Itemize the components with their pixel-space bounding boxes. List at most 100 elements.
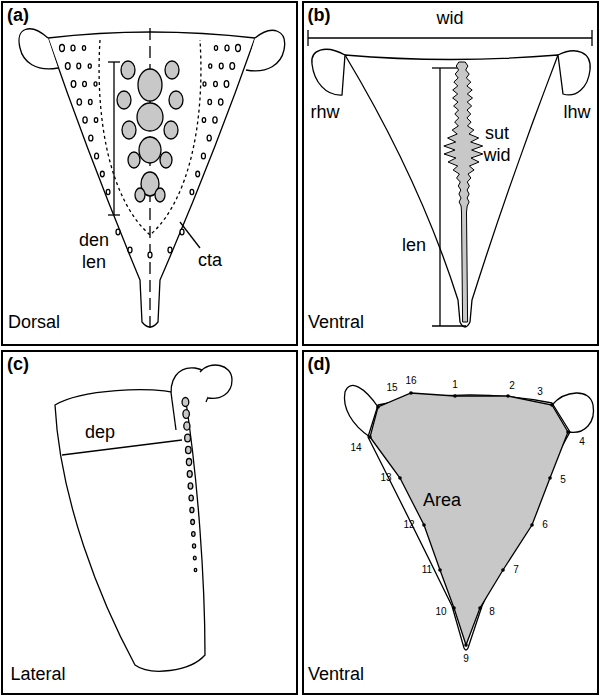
lateral-foramen [182,398,189,407]
small-foramen [148,252,152,258]
small-foramen [88,64,91,68]
landmark-point [376,405,380,409]
leader-line [180,222,200,248]
bone-outline [345,55,558,327]
measure-label: dep [85,423,115,441]
landmark-point [548,476,552,480]
figure-panel: (b)widrhwsutwidlhwlenVentral [302,1,599,346]
small-foramen [82,46,85,51]
small-foramen [213,117,217,123]
callout-number: 14 [350,443,361,453]
landmark-point [452,606,456,610]
measure-label: Lateral [10,665,65,683]
landmark-point [438,568,442,572]
small-foramen [128,247,132,253]
landmark-point [453,394,457,398]
measure-label: sut [485,124,509,142]
measure-label: den [79,231,109,249]
lateral-foramen [187,471,192,478]
small-foramen [196,171,200,176]
small-foramen [94,82,97,86]
panel-letter: (a) [7,6,29,24]
landmark-point [464,643,468,647]
landmark-point [422,523,426,527]
small-foramen [208,99,212,104]
small-foramen [71,81,76,88]
small-foramen [83,117,87,123]
landmark-point [506,394,510,398]
small-foramen [94,118,97,123]
small-foramen [71,45,75,51]
small-foramen [83,81,87,86]
ear-line [172,400,176,430]
ear [246,30,285,71]
small-foramen [203,82,206,86]
small-foramen [219,63,223,69]
callout-number: 13 [380,473,391,483]
measure-label: Area [423,491,461,509]
panel-letter: (d) [308,355,331,373]
small-foramen [225,45,229,51]
callout-number: 5 [560,475,566,485]
dep-measure [62,440,182,455]
bone-outline [48,32,255,327]
lateral-foramen [189,495,193,501]
landmark-point [398,476,402,480]
lateral-foramen [193,556,196,560]
lateral-foramen [183,410,189,419]
measure-label: len [402,236,426,254]
measure-label: Dorsal [8,313,60,331]
ear [558,51,590,95]
lateral-foramen [186,459,191,466]
small-foramen [77,99,81,105]
small-foramen [95,153,99,159]
measure-label: lhw [563,103,590,121]
landmark-point [409,391,413,395]
lateral-foramen [194,568,197,571]
lateral-foramen [190,507,194,512]
callout-number: 16 [405,376,416,386]
small-foramen [201,153,205,159]
panel-letter: (c) [7,355,29,373]
callout-number: 9 [463,654,469,664]
figure-panel: (a) den len ctaDorsal [1,1,298,346]
measure-label: rhw [310,103,339,121]
small-foramen [209,64,212,68]
small-foramen [214,46,217,51]
callout-number: 10 [435,607,446,617]
callout-number: 1 [452,380,458,390]
figure-panel: (c) depLateral [1,350,298,695]
small-foramen [100,171,104,176]
callout-number: 7 [513,565,519,575]
callout-number: 15 [386,383,397,393]
small-foramen [218,99,222,105]
small-foramen [168,247,172,253]
measure-label: cta [198,251,222,269]
small-foramen [214,81,218,86]
small-foramen [230,63,235,70]
small-foramen [236,45,241,52]
small-foramen [89,135,93,141]
bone-outline [55,390,205,671]
callout-number: 2 [509,381,515,391]
callout-number: 8 [489,607,495,617]
lateral-foramen [191,520,195,525]
landmark-point [368,435,372,439]
callout-number: 12 [403,520,414,530]
lateral-foramen [192,532,195,537]
ear [19,29,58,69]
large-foramina [117,61,183,202]
landmark-point [501,568,505,572]
lateral-foramen [186,446,192,453]
area-polygon [370,393,568,645]
measure-label: len [82,253,106,271]
small-foramen [65,63,70,70]
measure-label: wid [483,146,510,164]
lateral-foramen [185,434,191,442]
landmark-point [530,523,534,527]
callout-number: 6 [542,520,548,530]
lateral-foramen [188,483,193,489]
callout-number: 11 [422,565,432,575]
suture [444,62,483,322]
cta-boundary [99,40,201,235]
